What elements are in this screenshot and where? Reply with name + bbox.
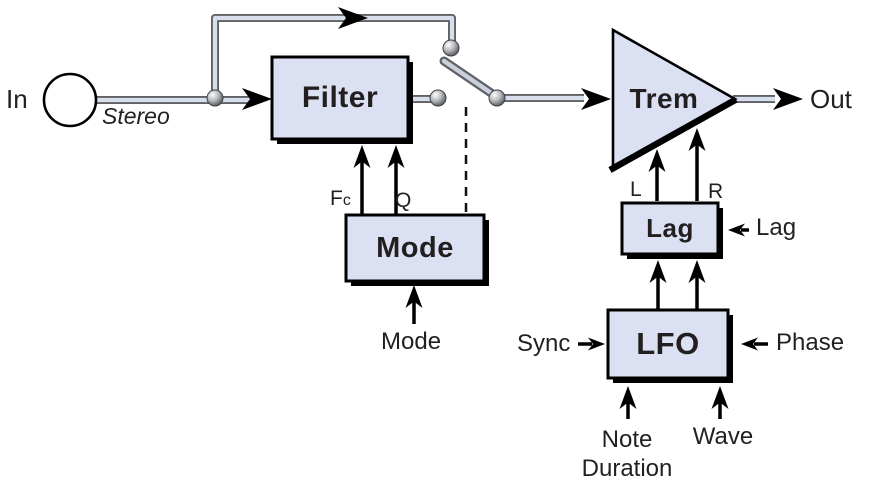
stereo-label: Stereo: [102, 103, 170, 129]
filter-block-label: Filter: [301, 81, 379, 114]
phase-label: Phase: [776, 329, 845, 356]
bypass-switch-lever: [439, 56, 502, 102]
filter-output-ball: [429, 89, 447, 107]
sync-label: Sync: [517, 330, 571, 357]
input-label: In: [6, 84, 28, 114]
lfo-block: [606, 308, 730, 380]
fc-label-main: F: [330, 187, 343, 210]
output-label: Out: [810, 84, 852, 114]
lag-block: [620, 201, 720, 256]
mode-block: [344, 213, 486, 283]
trem-triangle-thick-edge: [608, 96, 738, 173]
mode-block-label: Mode: [376, 231, 454, 264]
bypass-switch-top-ball: [442, 39, 460, 57]
lag-param-label: Lag: [756, 214, 797, 241]
lfo-block-label: LFO: [636, 326, 700, 361]
note-duration-label-line1: Note: [601, 426, 653, 453]
input-node-circle: [42, 72, 98, 128]
mode-param-label: Mode: [381, 328, 442, 355]
input-junction-ball: [206, 89, 224, 107]
filter-block: [270, 55, 410, 141]
trem-block-label: Trem: [629, 83, 699, 114]
q-label: Q: [395, 189, 412, 212]
note-duration-label: Note Duration: [547, 425, 707, 482]
bypass-switch-pole-ball: [488, 89, 506, 107]
bypass-tube: [211, 14, 456, 100]
fc-label-sub: c: [342, 192, 351, 209]
fc-label: Fc: [330, 188, 351, 209]
lag-block-label: Lag: [646, 213, 694, 243]
wave-label: Wave: [692, 423, 754, 450]
l-channel-label: L: [630, 178, 642, 201]
r-channel-label: R: [708, 180, 724, 203]
output-arrowhead: [773, 88, 803, 110]
note-duration-label-line2: Duration: [581, 455, 673, 482]
trem-input-arrowhead: [581, 88, 611, 110]
